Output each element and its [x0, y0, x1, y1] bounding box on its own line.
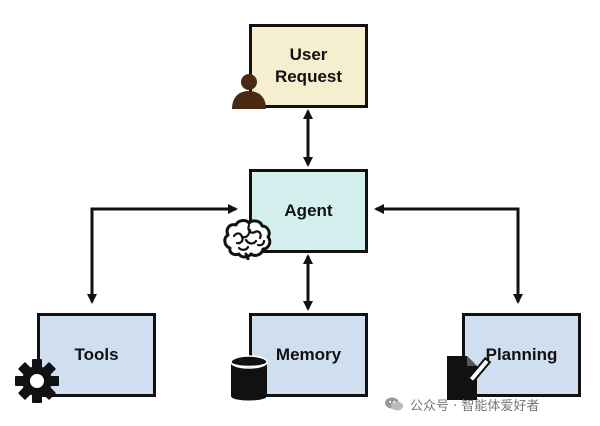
watermark-text: 公众号 · 智能体爱好者 — [410, 398, 540, 414]
arrow-agent-tools — [87, 204, 238, 304]
database-icon — [230, 355, 268, 401]
node-user-request: User Request — [249, 24, 368, 108]
node-label: Agent — [284, 201, 333, 220]
node-planning: Planning — [462, 313, 581, 397]
node-memory: Memory — [249, 313, 368, 397]
gear-icon — [15, 359, 59, 403]
node-label: User Request — [274, 45, 343, 86]
watermark: 公众号 · 智能体爱好者 — [384, 394, 539, 414]
node-label: Planning — [485, 345, 558, 364]
document-pen-icon — [447, 356, 491, 400]
brain-icon — [223, 219, 272, 260]
wechat-icon — [385, 397, 403, 411]
node-label: Tools — [74, 345, 119, 364]
node-label: Memory — [275, 345, 342, 364]
person-icon — [232, 74, 266, 109]
node-tools: Tools — [37, 313, 156, 397]
arrow-agent-planning — [374, 204, 523, 304]
